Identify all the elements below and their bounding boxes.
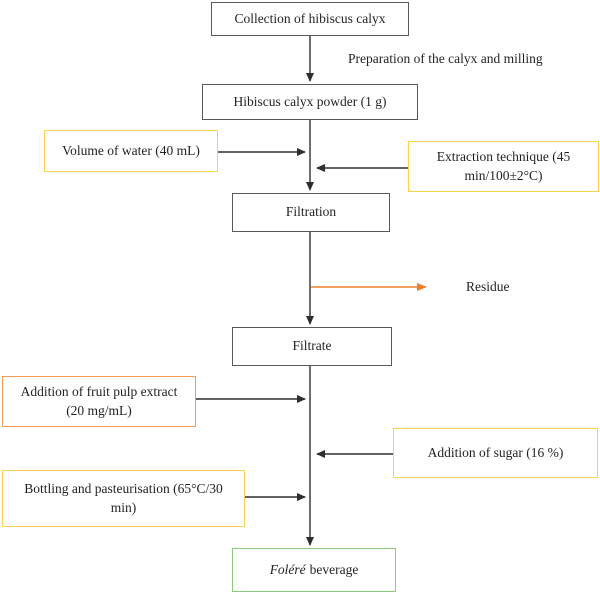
folere-suffix: beverage [309, 561, 359, 577]
node-hibiscus-calyx-powder: Hibiscus calyx powder (1 g) [202, 84, 418, 120]
node-label: Addition of fruit pulp extract (20 mg/mL… [20, 383, 178, 418]
node-bottling-and-pasteurisation: Bottling and pasteurisation (65°C/30 min… [2, 470, 245, 527]
node-label: Bottling and pasteurisation (65°C/30 min… [24, 480, 223, 515]
node-addition-of-fruit-pulp-extract: Addition of fruit pulp extract (20 mg/mL… [2, 376, 196, 427]
node-label: Collection of hibiscus calyx [234, 10, 386, 26]
folere-name-italic: Foléré [269, 561, 306, 577]
node-extraction-technique: Extraction technique (45 min/100±2°C) [408, 141, 599, 192]
node-filtrate: Filtrate [232, 327, 392, 366]
node-label: Addition of sugar (16 %) [427, 444, 564, 460]
node-volume-of-water: Volume of water (40 mL) [44, 130, 218, 172]
node-label: Volume of water (40 mL) [62, 142, 200, 158]
edge-label-residue: Residue [466, 279, 510, 294]
node-label: Filtration [285, 204, 337, 220]
edge-label-preparation-and-milling: Preparation of the calyx and milling [348, 51, 543, 66]
node-label: Extraction technique (45 min/100±2°C) [436, 148, 571, 183]
node-label: Hibiscus calyx powder (1 g) [233, 93, 387, 109]
node-filtration: Filtration [232, 193, 390, 232]
node-label: Filtrate [292, 338, 332, 354]
node-collection-of-hibiscus-calyx: Collection of hibiscus calyx [211, 2, 409, 36]
node-addition-of-sugar: Addition of sugar (16 %) [393, 428, 598, 478]
